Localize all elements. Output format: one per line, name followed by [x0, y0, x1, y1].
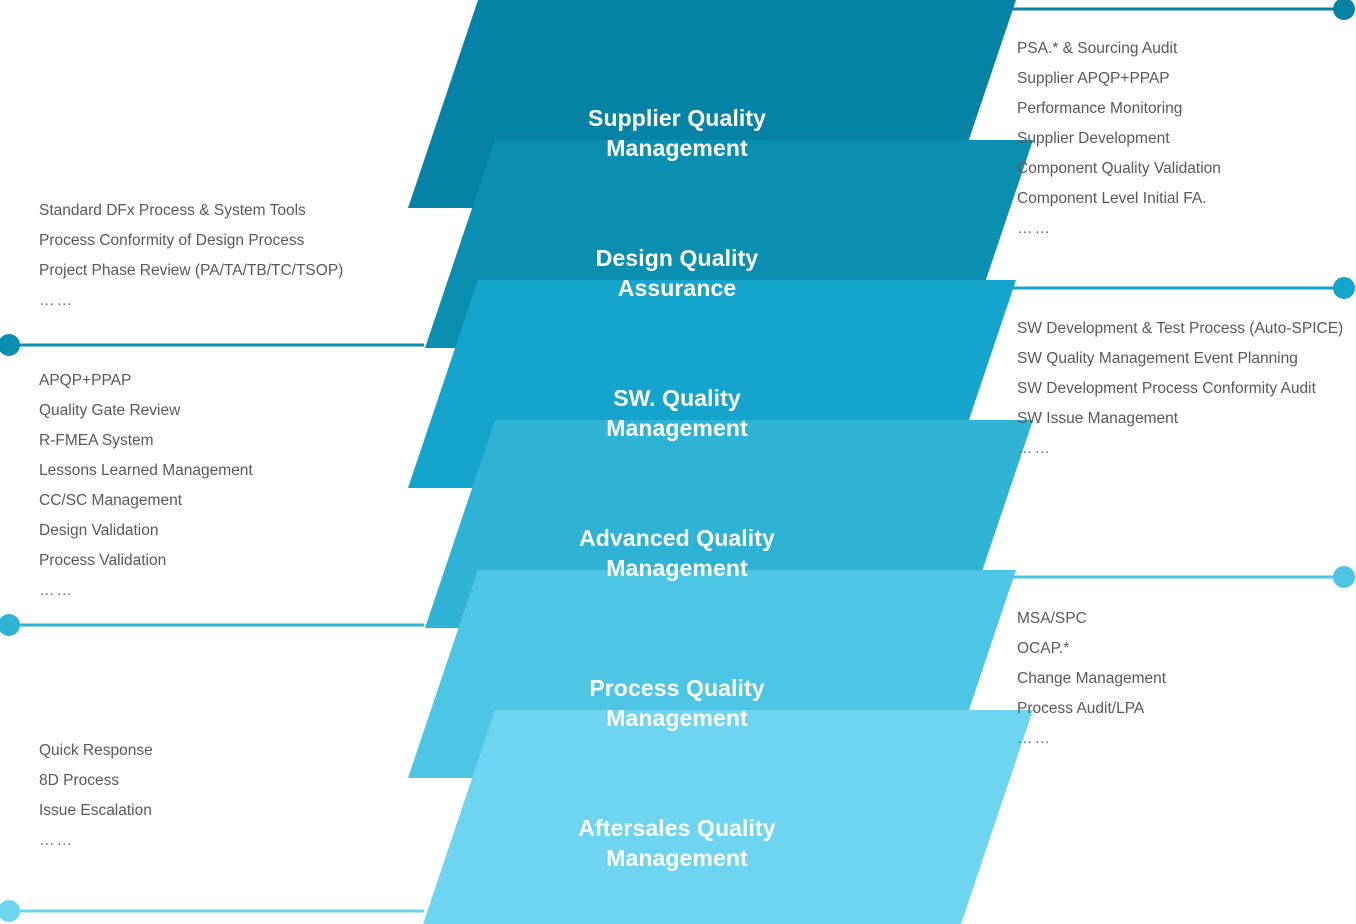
callout-item: Project Phase Review (PA/TA/TB/TC/TSOP) — [39, 262, 344, 279]
callout-list-supplier-quality: PSA.* & Sourcing Audit Supplier APQP+PPA… — [1017, 34, 1221, 244]
connector-dot-sw — [1333, 277, 1355, 299]
band-title-line: Management — [606, 555, 748, 581]
callout-item: R-FMEA System — [39, 432, 154, 449]
callout-item-ellipsis: …… — [39, 582, 74, 599]
connector-dot-design — [0, 334, 20, 356]
band-title-line: Management — [606, 135, 748, 161]
callout-item: Issue Escalation — [39, 802, 152, 819]
band-title-line: Process Quality — [589, 675, 765, 701]
callout-item: SW Issue Management — [1017, 410, 1179, 427]
band-title-aftersales-quality-management: Aftersales Quality Management — [517, 813, 837, 873]
band-title-sw-quality-management: SW. Quality Management — [517, 383, 837, 443]
callout-item: CC/SC Management — [39, 492, 183, 509]
callout-item-ellipsis: …… — [39, 832, 74, 849]
callout-item: Process Audit/LPA — [1017, 700, 1145, 717]
callout-item-ellipsis: …… — [1017, 730, 1052, 747]
connector-dot-process — [1333, 566, 1355, 588]
callout-item: OCAP.* — [1017, 640, 1070, 657]
bands-group — [408, 0, 1033, 924]
band-title-line: Management — [606, 705, 748, 731]
callout-item: Quality Gate Review — [39, 402, 181, 419]
callout-item: Change Management — [1017, 670, 1167, 687]
callout-item: Performance Monitoring — [1017, 100, 1183, 117]
callout-item: SW Development & Test Process (Auto-SPIC… — [1017, 320, 1344, 337]
connector-dot-advanced — [0, 614, 20, 636]
callout-item: Process Validation — [39, 552, 167, 569]
band-title-line: SW. Quality — [613, 385, 741, 411]
callout-item-ellipsis: …… — [39, 292, 74, 309]
callout-item: Supplier APQP+PPAP — [1017, 70, 1170, 87]
callout-list-process-quality: MSA/SPC OCAP.* Change Management Process… — [1017, 604, 1166, 754]
connector-dot-supplier — [1333, 0, 1355, 20]
callout-item: Lessons Learned Management — [39, 462, 253, 479]
band-title-design-quality-assurance: Design Quality Assurance — [517, 243, 837, 303]
band-title-line: Design Quality — [595, 245, 759, 271]
callout-item: Component Level Initial FA. — [1017, 190, 1207, 207]
callout-list-aftersales-quality: Quick Response 8D Process Issue Escalati… — [39, 736, 153, 856]
band-title-line: Management — [606, 845, 748, 871]
callout-item: APQP+PPAP — [39, 372, 132, 389]
callout-item: MSA/SPC — [1017, 610, 1087, 627]
connector-dot-aftersales — [0, 900, 20, 922]
callout-item: Design Validation — [39, 522, 159, 539]
callout-item: SW Development Process Conformity Audit — [1017, 380, 1316, 397]
callout-item-ellipsis: …… — [1017, 220, 1052, 237]
band-title-line: Advanced Quality — [579, 525, 775, 551]
callout-item: Standard DFx Process & System Tools — [39, 202, 306, 219]
callout-list-advanced-quality: APQP+PPAP Quality Gate Review R-FMEA Sys… — [39, 366, 253, 606]
callout-item: 8D Process — [39, 772, 120, 789]
callout-item: SW Quality Management Event Planning — [1017, 350, 1298, 367]
band-title-line: Aftersales Quality — [578, 815, 776, 841]
band-title-supplier-quality-management: Supplier Quality Management — [517, 103, 837, 163]
callout-list-sw-quality: SW Development & Test Process (Auto-SPIC… — [1017, 314, 1343, 464]
band-title-line: Supplier Quality — [588, 105, 766, 131]
callout-item: Supplier Development — [1017, 130, 1170, 147]
band-title-advanced-quality-management: Advanced Quality Management — [517, 523, 837, 583]
band-title-line: Management — [606, 415, 748, 441]
band-shape-aftersales-quality-management[interactable] — [415, 710, 1033, 924]
callout-item: Component Quality Validation — [1017, 160, 1221, 177]
band-title-line: Assurance — [617, 275, 737, 301]
band-title-process-quality-management: Process Quality Management — [517, 673, 837, 733]
callout-item: PSA.* & Sourcing Audit — [1017, 40, 1178, 57]
callout-item-ellipsis: …… — [1017, 440, 1052, 457]
callout-list-design-quality: Standard DFx Process & System Tools Proc… — [39, 196, 343, 316]
callout-item: Process Conformity of Design Process — [39, 232, 305, 249]
callout-item: Quick Response — [39, 742, 153, 759]
